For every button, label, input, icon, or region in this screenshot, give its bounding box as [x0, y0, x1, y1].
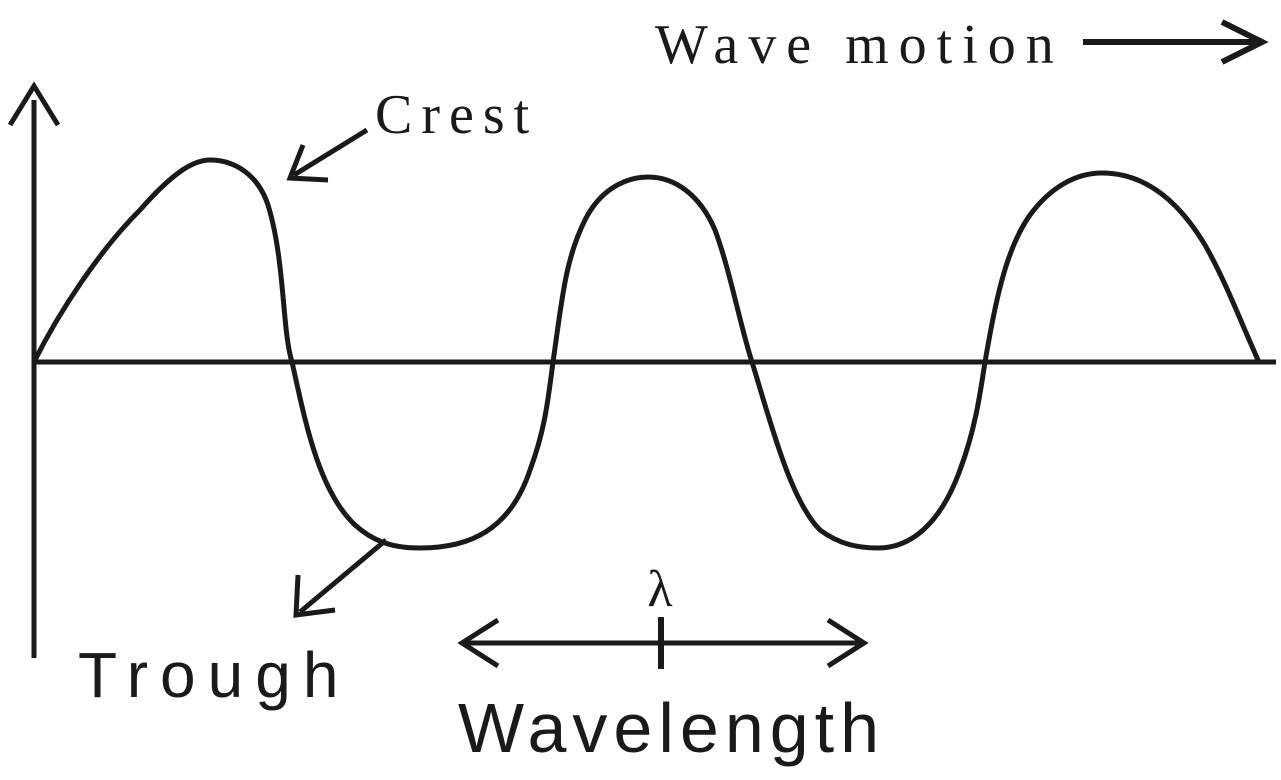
trough-arrow-shaft: [298, 538, 388, 614]
crest-label: Crest: [375, 84, 538, 146]
trough-arrowhead: [293, 574, 336, 618]
wave-motion-label: Wave motion: [655, 14, 1064, 76]
vertical-axis-arrowhead: [7, 81, 61, 127]
wave-motion-arrowhead: [1220, 19, 1269, 65]
wavelength-arrowhead-right: [826, 617, 869, 669]
wavelength-label: Wavelength: [458, 689, 885, 767]
wavelength-arrowhead-left: [457, 617, 500, 669]
lambda-label: λ: [647, 561, 672, 618]
crest-arrow-shaft: [292, 127, 369, 178]
wave-curve: [31, 157, 1261, 551]
trough-label: Trough: [78, 639, 350, 711]
crest-arrowhead: [286, 144, 329, 183]
